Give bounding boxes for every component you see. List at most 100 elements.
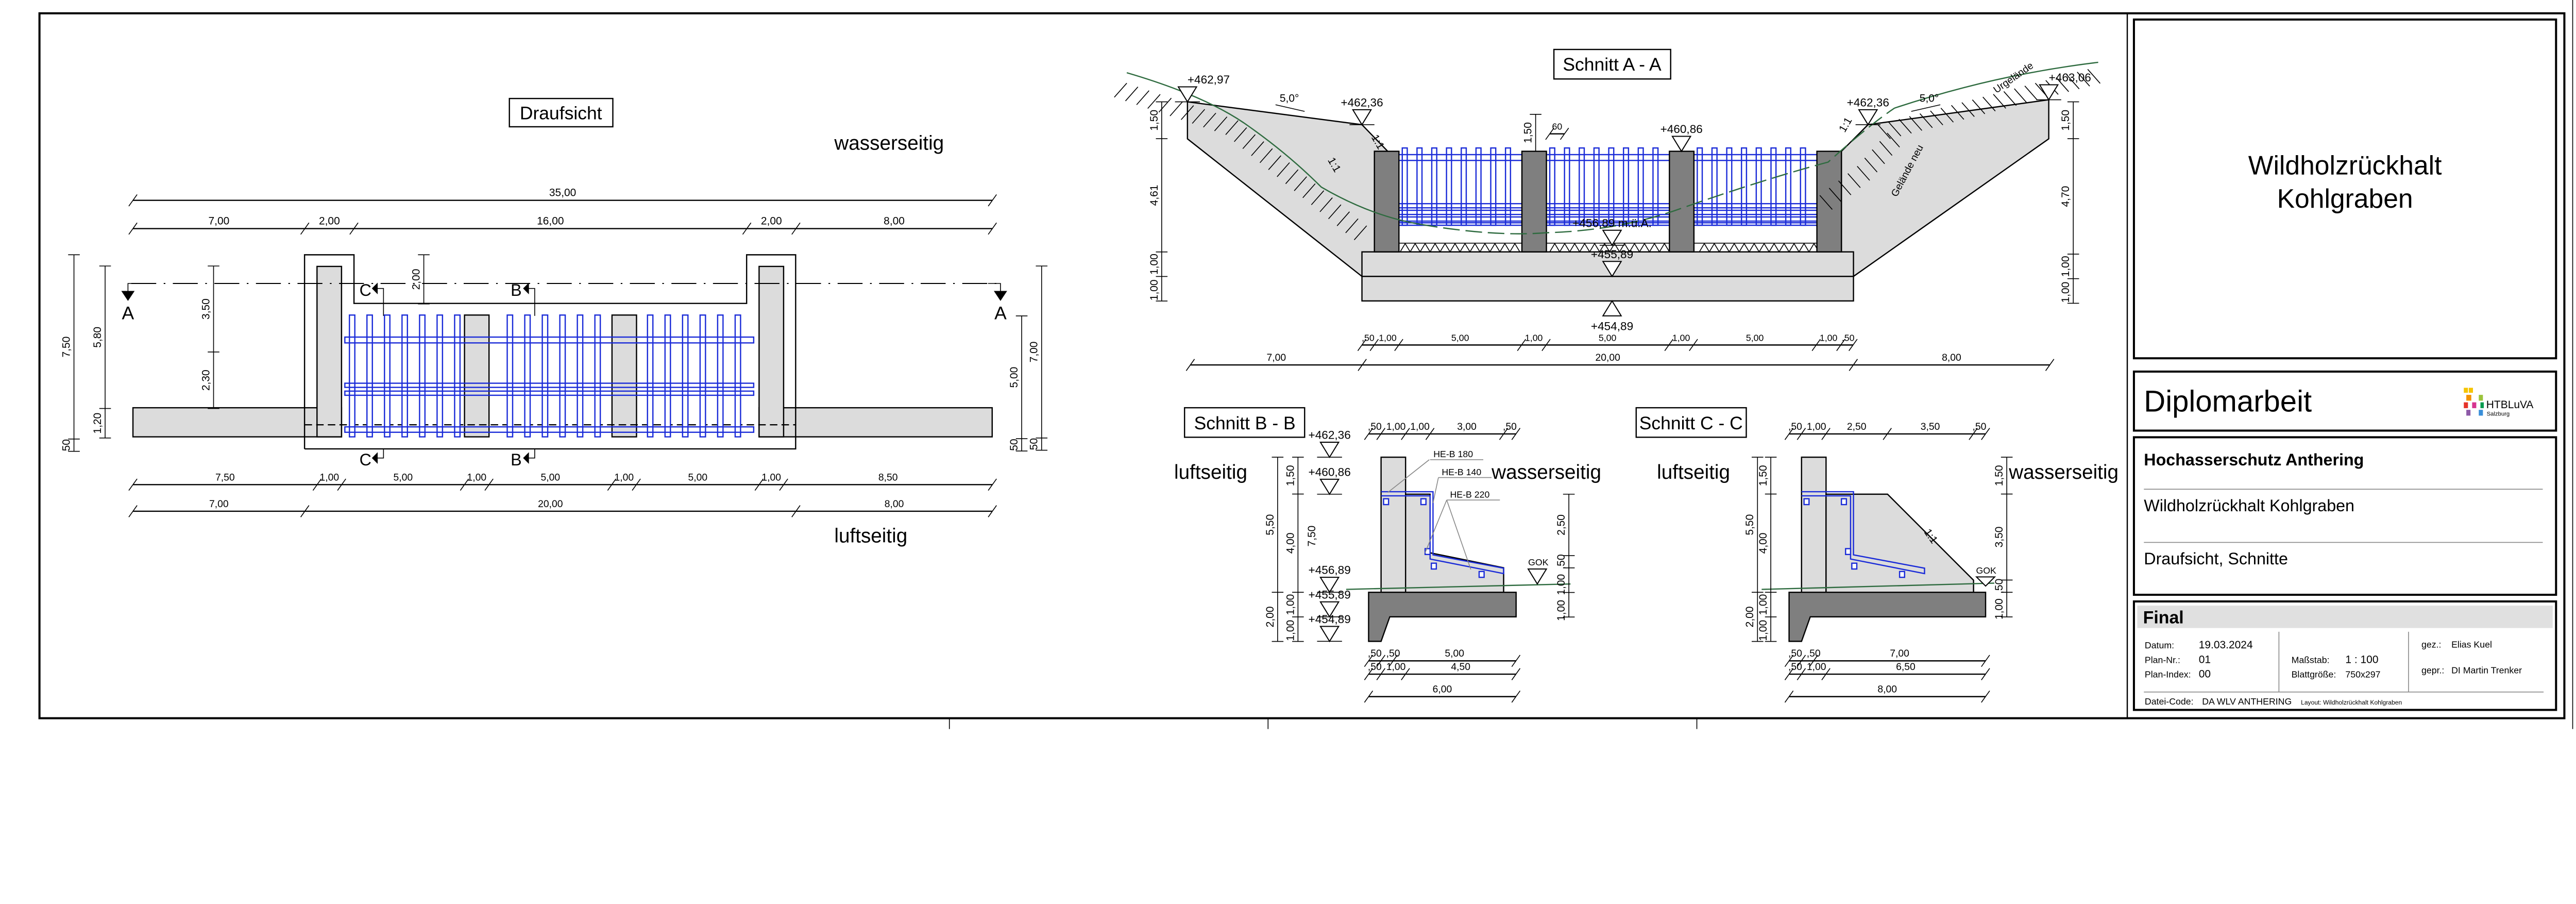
gravel-hatch-mark: [1549, 243, 1561, 253]
gravel-hatch-mark: [1699, 243, 1710, 253]
gravel-hatch-mark: [1749, 243, 1760, 253]
terrain-line-new: [1420, 107, 1895, 235]
beam-section: [1840, 498, 1848, 506]
terrain-hatch-mark: [1838, 180, 1852, 195]
gepr-value: DI Martin Trenker: [2451, 665, 2522, 675]
section-a-leader: [127, 283, 141, 291]
left-wing-wall: [316, 265, 343, 438]
elevation-marker-icon: [1319, 626, 1340, 643]
dimension-value: ,50: [1973, 421, 1987, 432]
beam-section: [1851, 562, 1858, 570]
rack-bar: [1490, 147, 1497, 226]
terrain-line-left: [1126, 72, 1421, 225]
elevation-marker-icon: [1319, 601, 1340, 618]
terrain-hatch-mark: [1214, 116, 1228, 131]
terrain-hatch-mark: [1345, 218, 1359, 233]
terrain-hatch-mark: [1961, 102, 1975, 117]
elevation-label: +462,97: [1188, 73, 1230, 86]
dimension-value: 1,00: [1284, 594, 1296, 615]
dimension-value: 1,00: [1148, 279, 1160, 300]
gravel-hatch-mark: [1629, 243, 1640, 253]
beam-section: [1478, 571, 1485, 578]
terrain-hatch-mark: [1192, 109, 1205, 124]
gravel-hatch-mark: [1430, 243, 1440, 253]
dimension-value: ,50: [1503, 421, 1517, 432]
elevation-marker-icon: [1602, 261, 1622, 278]
dimension-value: 2,00: [1744, 607, 1756, 628]
terrain-hatch-mark: [1311, 190, 1325, 205]
dimension-value: 1,00: [1386, 661, 1406, 673]
gravel-hatch-mark: [1758, 243, 1770, 253]
terrain-hatch-mark: [1888, 122, 1902, 137]
elevation-marker-icon: [1671, 136, 1692, 153]
drawing-content: Draufsicht, Schnitte: [2144, 549, 2288, 568]
elevation-label: +463,06: [2049, 71, 2091, 84]
section-b-label: B: [511, 281, 522, 299]
rack-bar: [1504, 147, 1512, 226]
terrain-hatch-mark: [1919, 113, 1933, 128]
elevation-marker-icon: [1319, 442, 1340, 459]
terrain-hatch-mark: [1940, 108, 1954, 123]
blatt-label: Blattgröße:: [2292, 669, 2336, 680]
dimension-value: 1,00: [320, 472, 340, 483]
gravel-hatch-mark: [1769, 243, 1780, 253]
dimension-value: ,50: [1368, 661, 1382, 673]
dimension-value: 7,50: [215, 472, 235, 483]
dimension-value: ,50: [1788, 648, 1802, 659]
dimension-value: 3,50: [1921, 421, 1940, 432]
diplomarbeit-box: [2132, 370, 2557, 432]
dimension-value: 7,50: [1306, 526, 1318, 547]
dimension-value: 2,50: [1847, 421, 1867, 432]
terrain-hatch-mark: [1328, 204, 1342, 220]
rack-bar: [1770, 147, 1777, 226]
gravel-hatch-mark: [1419, 243, 1431, 253]
rack-bar: [559, 314, 566, 438]
dimension-value: 4,61: [1148, 185, 1160, 206]
steel-frame: [1801, 491, 1925, 575]
rack-bar: [506, 314, 514, 438]
structure-outline: [303, 254, 796, 450]
section-aa-title-box: [1553, 48, 1671, 80]
terrain-hatch-mark: [1268, 155, 1281, 170]
label-luftseitig: luftseitig: [1657, 461, 1730, 483]
dimension-value: 5,80: [92, 327, 104, 348]
dimension-value: ,50: [1368, 648, 1382, 659]
wall-stem: [1380, 456, 1406, 593]
dimension-value: 5,00: [1445, 648, 1464, 659]
gravel-hatch-mark: [1579, 243, 1590, 253]
beam-section: [1420, 498, 1427, 506]
steel-rack-bars: [344, 314, 755, 438]
gravel-hatch-mark: [1509, 243, 1520, 253]
rack-bar: [1785, 147, 1792, 226]
dimension-value: 1,50: [2060, 110, 2072, 131]
elevation-label: +456,89 m.ü.A.: [1572, 216, 1652, 229]
rack-bar: [594, 314, 601, 438]
terrain-hatch: [1114, 69, 2101, 240]
dimension-value: 1,00: [614, 472, 634, 483]
dimension-value: 5,00: [394, 472, 413, 483]
dimension-value: ,50: [1386, 648, 1400, 659]
dimension-value: 1,00: [1807, 661, 1826, 673]
dimension-value: 6,00: [1433, 684, 1452, 695]
section-b-leader: [523, 288, 535, 316]
label-wasserseitig: wasserseitig: [834, 132, 944, 154]
section-b-label: B: [511, 450, 522, 469]
terrain-hatch-mark: [1819, 195, 1833, 210]
rack-beam: [344, 336, 755, 344]
section-a-label: A: [122, 303, 134, 323]
slope-arrow-icon: [1911, 104, 1941, 112]
dimension-value: 1,50: [1148, 110, 1160, 131]
dimension-value: 1,00: [1148, 254, 1160, 275]
terrain-hatch-mark: [1982, 96, 1996, 112]
elevation-label: +462,36: [1341, 96, 1383, 109]
layout-name: Layout: Wildholzrückhalt Kohlgraben: [2301, 699, 2402, 706]
rack-bar: [699, 314, 706, 438]
dimension-value: 1,50: [1522, 122, 1534, 143]
datei-code-label: Datei-Code:: [2145, 696, 2194, 707]
rack-bar: [349, 314, 355, 438]
terrain-hatch-mark: [1951, 105, 1964, 120]
rack-beam: [344, 390, 755, 396]
section-bb-annotations: +462,36+460,86+456,89+455,89+454,89HE-B …: [1306, 429, 1549, 643]
pier-2: [611, 314, 637, 438]
